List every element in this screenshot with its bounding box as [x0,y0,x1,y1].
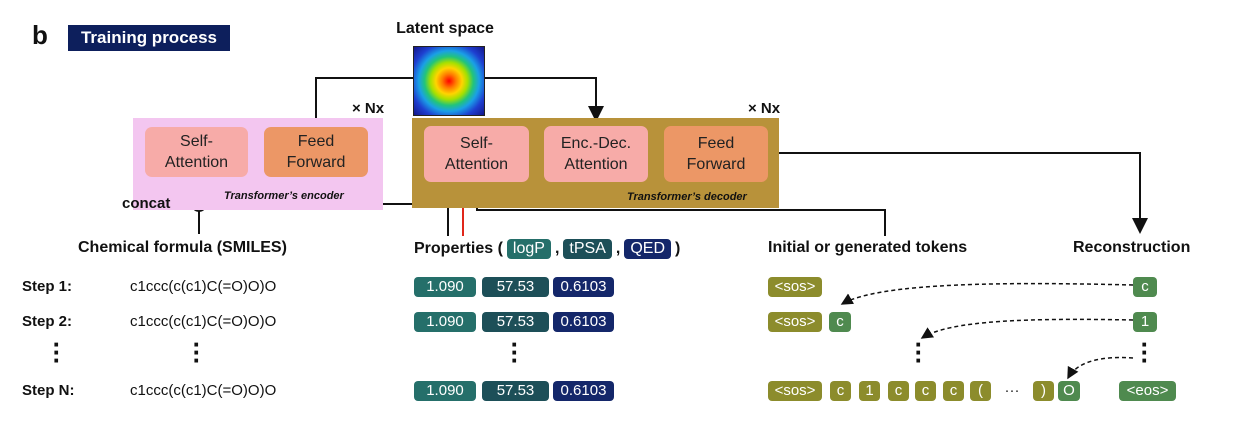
encoder-repeat-label: × Nx [352,100,385,117]
decoder-self-attention-block: Self- Attention [424,126,529,182]
latent-to-decoder-arrow [483,77,604,122]
decoder-enc-dec-attention-block: Enc.-Dec. Attention [544,126,648,182]
latent-space-heatmap [413,46,485,116]
dashed-feedback-arrow-2 [920,318,1134,339]
prop-value-logp: 1.090 [414,381,476,401]
token-chip: c [830,381,851,401]
encoder-to-latent-line [315,77,413,127]
property-name-qed: QED [624,239,671,259]
dashed-feedback-arrow-1 [840,282,1134,305]
token-chip: <sos> [768,312,822,332]
token-ellipsis: ··· [1004,382,1020,399]
decoder-feed-forward-block: Feed Forward [664,126,768,182]
encoder-feed-forward-block: Feed Forward [264,127,368,177]
output-token-chip: 1 [1133,312,1157,332]
concat-label: concat [122,195,171,212]
decoder-caption: Transformer’s decoder [627,191,747,203]
token-chip: <sos> [768,381,822,401]
panel-title-badge: Training process [68,25,230,51]
token-chip: O [1058,381,1080,401]
prop-value-logp: 1.090 [414,277,476,297]
panel-letter: b [32,20,48,50]
tokens-heading: Initial or generated tokens [768,239,968,256]
smiles-heading: Chemical formula (SMILES) [78,239,287,256]
token-chip: c [888,381,909,401]
properties-heading-suffix: ) [675,240,681,257]
decoder-to-reconstruction-arrow [771,152,1148,234]
prop-value-qed: 0.6103 [553,277,614,297]
token-chip: ( [970,381,991,401]
smiles-string: c1ccc(c(c1)C(=O)O)O [130,278,277,295]
step-label: Step 2: [22,313,73,330]
smiles-string: c1ccc(c(c1)C(=O)O)O [130,382,277,399]
token-chip: c [829,312,851,332]
token-chip: ) [1033,381,1054,401]
ellipsis-dots: ··· [1140,329,1150,375]
prop-value-tpsa: 57.53 [482,277,549,297]
properties-heading-sep1: , [554,240,560,257]
dashed-feedback-arrow-3 [1067,356,1134,380]
property-name-tpsa: tPSA [563,239,612,259]
decoder-repeat-label: × Nx [748,100,781,117]
prop-value-qed: 0.6103 [553,381,614,401]
token-chip: c [915,381,936,401]
token-chip: c [943,381,964,401]
ellipsis-dots: ··· [510,329,520,375]
output-token-chip: c [1133,277,1157,297]
latent-space-label: Latent space [396,20,494,37]
encoder-self-attention-block: Self- Attention [145,127,248,177]
smiles-string: c1ccc(c(c1)C(=O)O)O [130,313,277,330]
token-chip: 1 [859,381,880,401]
properties-heading: Properties ( logP , tPSA , QED ) [414,239,680,259]
ellipsis-dots: ··· [52,329,62,375]
step-label: Step 1: [22,278,73,295]
output-token-chip: <eos> [1119,381,1176,401]
encoder-caption: Transformer’s encoder [224,190,344,202]
prop-value-qed: 0.6103 [553,312,614,332]
prop-value-tpsa: 57.53 [482,381,549,401]
ellipsis-dots: ··· [192,329,202,375]
reconstruction-heading: Reconstruction [1073,239,1191,256]
step-label: Step N: [22,382,75,399]
properties-heading-sep2: , [615,240,621,257]
prop-value-logp: 1.090 [414,312,476,332]
prop-value-tpsa: 57.53 [482,312,549,332]
ellipsis-dots: ··· [914,329,924,375]
property-name-logp: logP [506,239,551,259]
token-chip: <sos> [768,277,822,297]
properties-heading-prefix: Properties ( [414,240,503,257]
